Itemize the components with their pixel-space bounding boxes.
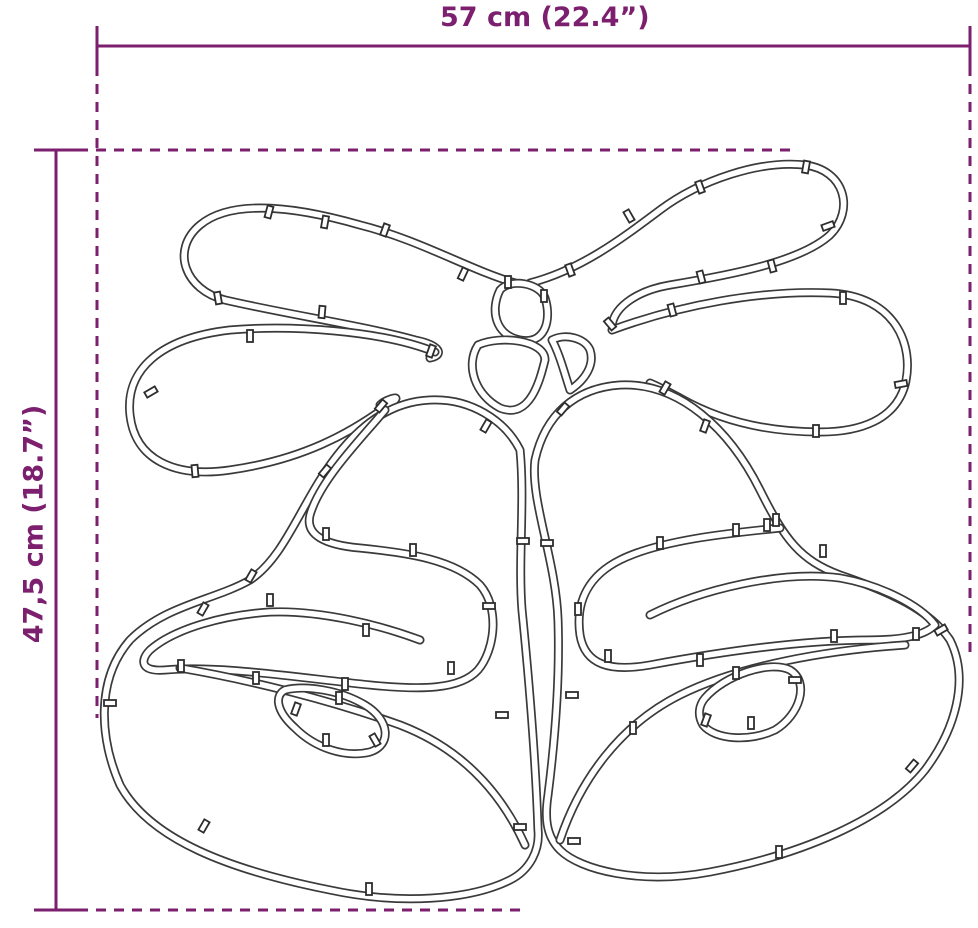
left-bell-lower-contour-core xyxy=(177,665,528,848)
height-dimension-label: 47,5 cm (18.7”) xyxy=(18,404,50,644)
clip xyxy=(732,666,740,680)
clip xyxy=(504,275,512,289)
clip xyxy=(317,304,327,320)
bow-loop-upper-left-core xyxy=(181,205,518,361)
clip xyxy=(904,758,920,774)
clip xyxy=(335,691,343,705)
dimension-guides xyxy=(34,26,972,912)
bow-knot-left xyxy=(467,335,550,415)
clip xyxy=(775,845,783,859)
clip xyxy=(696,653,704,667)
clip xyxy=(698,418,712,434)
clip xyxy=(456,266,470,282)
clip xyxy=(933,623,949,637)
clip xyxy=(516,537,530,545)
clip xyxy=(567,837,581,845)
rope-light xyxy=(99,159,964,904)
clip xyxy=(103,699,117,707)
clip xyxy=(513,823,527,831)
clip xyxy=(266,593,274,607)
clip xyxy=(622,208,636,224)
left-bell-clapper xyxy=(274,683,390,759)
clip xyxy=(800,159,812,175)
clip xyxy=(820,219,836,233)
left-bell-inner-contour-core xyxy=(141,407,496,691)
right-bell-inner-contour-core xyxy=(576,525,938,671)
clip xyxy=(555,401,571,417)
clip xyxy=(574,602,582,616)
clip xyxy=(362,623,370,637)
right-bell-outline-core xyxy=(531,382,962,880)
clip xyxy=(604,649,612,663)
clip xyxy=(540,539,554,547)
clip xyxy=(252,671,260,685)
clip xyxy=(747,716,755,730)
bow-loop-upper-right xyxy=(525,159,849,330)
clip xyxy=(766,258,778,274)
clip xyxy=(658,380,672,396)
clip xyxy=(319,214,331,230)
clip xyxy=(246,329,254,343)
clip xyxy=(812,424,820,438)
clip xyxy=(565,691,579,699)
clip xyxy=(495,711,509,719)
clip xyxy=(893,378,909,390)
clip xyxy=(424,343,438,359)
clip xyxy=(788,676,802,684)
clip xyxy=(819,544,827,558)
clip xyxy=(629,721,637,735)
clip xyxy=(540,289,548,303)
left-bell-clapper-core xyxy=(275,685,388,757)
clip xyxy=(839,291,847,305)
clip xyxy=(695,269,707,285)
clip xyxy=(479,418,493,434)
clip xyxy=(666,302,678,318)
clip xyxy=(317,463,333,479)
clip xyxy=(322,527,330,541)
clip xyxy=(365,882,373,896)
bow-knot-left-core xyxy=(469,337,548,413)
clip xyxy=(244,568,258,584)
clip xyxy=(341,677,349,691)
clip xyxy=(563,262,577,278)
clip xyxy=(212,290,224,306)
right-bell-outline xyxy=(529,380,964,882)
clip xyxy=(763,518,771,532)
left-bell-outline-core xyxy=(101,397,542,902)
right-bell-clapper-core xyxy=(696,664,804,741)
clip xyxy=(197,818,211,834)
clip xyxy=(772,513,780,527)
bow-knot-right-core xyxy=(549,334,594,393)
clip xyxy=(699,712,713,728)
clip xyxy=(368,732,382,748)
clip xyxy=(447,661,455,675)
rope-clips xyxy=(103,159,949,896)
clip xyxy=(322,733,330,747)
clip xyxy=(143,385,159,399)
clip xyxy=(378,222,392,238)
clip xyxy=(289,701,303,717)
clip xyxy=(177,659,185,673)
bow-loop-lower-left-core xyxy=(126,325,438,475)
clip xyxy=(602,316,618,332)
left-bell-inner-contour xyxy=(139,405,498,693)
clip xyxy=(482,602,496,610)
clip xyxy=(912,627,920,641)
right-bell-lower-contour-core xyxy=(557,642,908,843)
clip xyxy=(732,523,740,537)
clip xyxy=(263,204,275,220)
clip xyxy=(830,629,838,643)
width-dimension-label: 57 cm (22.4”) xyxy=(440,2,650,33)
clip xyxy=(196,601,210,617)
clip xyxy=(693,179,707,195)
clip xyxy=(656,536,664,550)
bow-loop-upper-right-core xyxy=(527,161,847,328)
clip xyxy=(373,398,389,414)
clip xyxy=(190,463,200,479)
bow-loop-lower-right-core xyxy=(609,289,911,435)
bow-knot-top-core xyxy=(492,280,551,344)
clip xyxy=(409,543,417,557)
